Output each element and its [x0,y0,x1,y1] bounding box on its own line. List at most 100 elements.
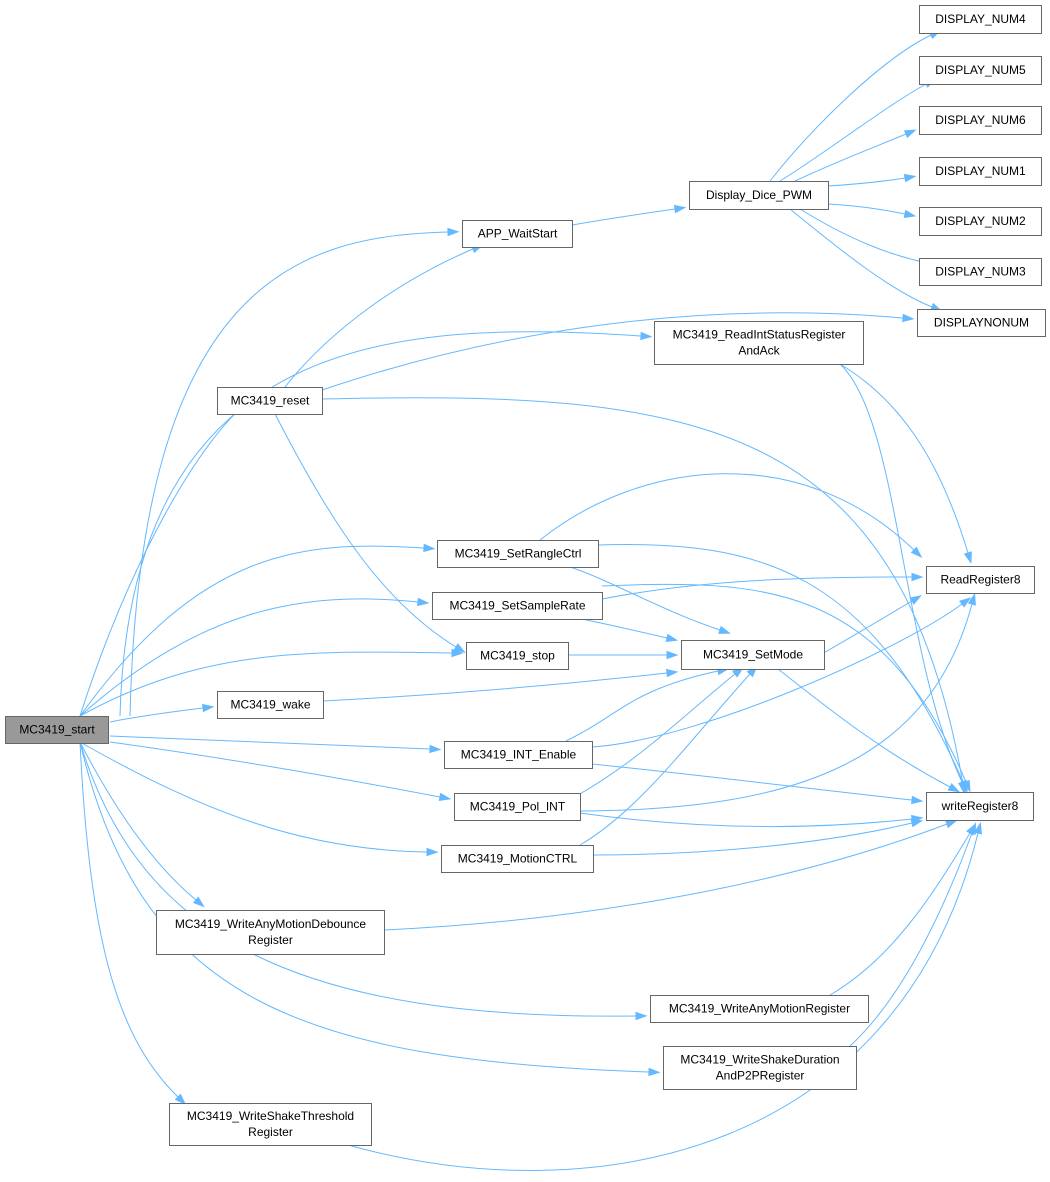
edge-waitstart-to-dice [571,204,687,226]
edge-line [829,832,971,996]
edge-start-to-reset [79,394,258,717]
node-rangectrl[interactable]: MC3419_SetRangleCtrl [437,540,599,568]
node-label: DISPLAYNONUM [934,316,1029,330]
edge-line [79,545,425,717]
node-setmode[interactable]: MC3419_SetMode [681,640,825,670]
edge-arrowhead [903,173,917,183]
edge-arrowhead [947,783,961,793]
edge-intenable-to-writereg [591,763,924,805]
node-motionctrl[interactable]: MC3419_MotionCTRL [441,845,594,873]
edge-arrowhead [648,1067,661,1077]
edge-start-to-waitstart [129,227,460,717]
node-wake[interactable]: MC3419_wake [217,691,324,719]
edge-line [581,618,668,639]
edge-reset-to-nonum [321,312,915,391]
edge-start-to-rangectrl [79,543,436,717]
edge-arrowhead [438,792,452,802]
edge-samplerate-to-readreg [601,572,924,600]
node-num2[interactable]: DISPLAY_NUM2 [919,207,1042,236]
edge-start-to-stop [79,648,464,717]
node-box [462,220,573,248]
node-box [156,910,385,955]
node-waitstart[interactable]: APP_WaitStart [462,220,573,248]
edge-line [794,133,907,182]
node-num6[interactable]: DISPLAY_NUM6 [919,106,1042,135]
edge-line [577,673,736,796]
edge-line [777,668,951,788]
edge-line [839,363,963,783]
node-label: MC3419_SetMode [703,648,803,662]
node-label: DISPLAY_NUM3 [935,265,1026,279]
edge-arrowhead [447,227,460,237]
edge-motionctrl-to-setmode [579,665,758,846]
node-writereg[interactable]: writeRegister8 [926,792,1034,821]
node-label: MC3419_reset [231,394,310,408]
edge-start-to-shakedur [79,741,661,1077]
edge-line [849,832,973,1047]
node-label: Register [248,1125,293,1139]
node-box [466,642,569,670]
edge-line [569,566,721,631]
node-box [919,56,1042,85]
edge-intenable-to-readreg [591,597,972,748]
edge-arrowhead [426,847,439,857]
node-samplerate[interactable]: MC3419_SetSampleRate [432,592,603,620]
edge-motionctrl-to-writereg [592,819,924,856]
node-nonum[interactable]: DISPLAYNONUM [917,309,1046,337]
edge-arrowhead [201,703,215,713]
edge-arrowhead [903,129,917,139]
node-reset[interactable]: MC3419_reset [217,387,323,415]
edge-line [597,544,964,783]
node-label: Register [248,933,293,947]
edge-line [274,413,457,648]
edge-line [79,741,197,901]
node-box [444,741,593,769]
node-box [919,5,1042,34]
edge-start-to-polint [109,741,452,802]
node-polint[interactable]: MC3419_Pol_INT [454,793,581,821]
edge-line [839,363,969,554]
edge-start-to-samplerate [79,597,430,717]
node-label: Display_Dice_PWM [706,188,812,202]
edge-line [789,208,933,308]
edge-line [79,651,453,717]
edge-arrowhead [959,597,972,608]
edge-stop-to-setmode [568,650,679,660]
node-start[interactable]: MC3419_start [5,716,109,744]
edge-arrowhead [911,572,924,582]
edge-line [321,397,964,785]
node-box [217,691,324,719]
node-num3[interactable]: DISPLAY_NUM3 [919,258,1042,286]
node-label: MC3419_WriteShakeThreshold [187,1109,354,1123]
node-num4[interactable]: DISPLAY_NUM4 [919,5,1042,34]
node-anymotion[interactable]: MC3419_WriteAnyMotionRegister [650,995,869,1023]
edge-arrowhead [453,643,466,654]
node-box [663,1046,857,1090]
edge-line [79,741,637,1017]
node-label: MC3419_Pol_INT [470,800,566,814]
node-stop[interactable]: MC3419_stop [466,642,569,670]
edge-line [591,763,913,801]
node-dice[interactable]: Display_Dice_PWM [689,181,829,210]
edge-shakedur-to-writereg [849,822,976,1047]
edges-layer [79,29,982,1171]
edge-arrowhead [910,546,923,558]
edge-line [321,312,904,391]
node-label: DISPLAY_NUM4 [935,12,1026,26]
edge-arrowhead [192,896,205,908]
node-label: APP_WaitStart [478,227,558,241]
edge-dice-to-num6 [794,129,917,182]
edge-line [799,208,928,264]
node-label: MC3419_start [19,723,95,737]
node-box [926,566,1035,594]
node-readreg[interactable]: ReadRegister8 [926,566,1035,594]
node-intenable[interactable]: MC3419_INT_Enable [444,741,593,769]
node-num1[interactable]: DISPLAY_NUM1 [919,157,1042,186]
node-num5[interactable]: DISPLAY_NUM5 [919,56,1042,85]
node-label: DISPLAY_NUM2 [935,214,1026,228]
edge-rangectrl-to-readreg [539,473,923,558]
